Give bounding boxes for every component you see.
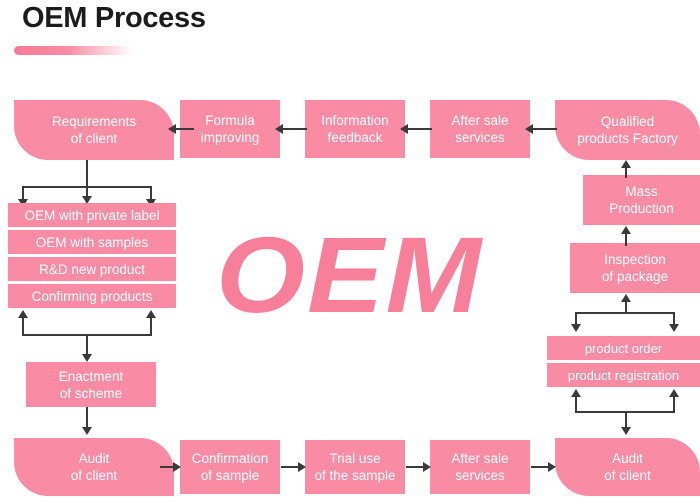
connector-registration-left-stem [575, 396, 577, 412]
connector-order-to-inspection-stem [625, 300, 627, 314]
arrowhead-infofeedback-to-formula [275, 124, 283, 134]
connector-requirements-down [86, 160, 88, 188]
title-underline-bar [14, 46, 132, 55]
page-title: OEM Process [22, 2, 206, 34]
connector-requirements-split-left [22, 186, 24, 202]
arrowhead-order-split-right-down [669, 324, 679, 332]
node-formula-improving[interactable]: Formula improving [180, 100, 280, 158]
connector-enactment-to-audit [86, 407, 88, 429]
node-inspection-of-package[interactable]: Inspection of package [570, 243, 700, 293]
node-confirmation-of-sample[interactable]: Confirmation of sample [180, 440, 280, 494]
node-mass-production[interactable]: Mass Production [583, 175, 700, 225]
connector-order-split-left [575, 312, 577, 326]
connector-inspection-to-mass [625, 232, 627, 246]
connector-aftersale-to-auditright [531, 466, 551, 468]
arrowhead-enactment-to-audit [82, 427, 92, 435]
arrowhead-order-split-left-down [571, 324, 581, 332]
arrowhead-merge-to-enactment [82, 354, 92, 362]
connector-formula-to-requirements [176, 128, 194, 130]
arrowhead-mass-to-qualified [621, 160, 631, 168]
node-after-sale-services-bottom[interactable]: After sale services [430, 440, 530, 494]
arrowhead-list-left-up [18, 310, 28, 318]
arrowhead-aftersale-to-infofeedback [400, 124, 408, 134]
node-product-registration[interactable]: product registration [547, 363, 700, 387]
arrowhead-list-right-up [146, 310, 156, 318]
connector-auditleft-to-confirmation [160, 466, 178, 468]
arrowhead-split-mid-down [82, 196, 92, 204]
connector-aftersale-to-infofeedback [408, 128, 432, 130]
connector-merge-to-enactment [86, 334, 88, 356]
arrowhead-order-to-inspection [621, 294, 631, 302]
connector-mass-to-qualified [625, 166, 627, 178]
node-confirming-products[interactable]: Confirming products [8, 284, 176, 308]
arrowhead-trial-to-aftersale [423, 462, 431, 472]
arrowhead-auditleft-to-confirmation [173, 462, 181, 472]
node-qualified-products-factory[interactable]: Qualified products Factory [555, 100, 700, 160]
connector-registration-right-stem [673, 396, 675, 412]
node-enactment-of-scheme[interactable]: Enactment of scheme [26, 362, 156, 407]
node-requirements-of-client[interactable]: Requirements of client [14, 100, 174, 160]
node-product-order[interactable]: product order [547, 336, 700, 360]
node-oem-with-samples[interactable]: OEM with samples [8, 230, 176, 254]
connector-order-split-bar [575, 312, 675, 314]
node-rd-new-product[interactable]: R&D new product [8, 257, 176, 281]
arrowhead-registration-left-up [571, 389, 581, 397]
connector-requirements-split-right [150, 186, 152, 202]
connector-list-left-stem [22, 317, 24, 335]
node-oem-with-private-label[interactable]: OEM with private label [8, 203, 176, 227]
node-audit-of-client-right[interactable]: Audit of client [555, 438, 700, 496]
node-after-sale-services-top[interactable]: After sale services [430, 100, 530, 158]
oem-watermark-text: OEM [216, 214, 484, 335]
arrowhead-qualified-to-aftersale [525, 124, 533, 134]
connector-order-split-right [673, 312, 675, 326]
connector-infofeedback-to-formula [283, 128, 307, 130]
arrowhead-merge-to-auditright [621, 427, 631, 435]
connector-confirmation-to-trial [281, 466, 301, 468]
connector-requirements-split-mid [86, 186, 88, 198]
node-trial-use-of-the-sample[interactable]: Trial use of the sample [305, 440, 405, 494]
arrowhead-confirmation-to-trial [298, 462, 306, 472]
arrowhead-inspection-to-mass [621, 226, 631, 234]
connector-trial-to-aftersale [406, 466, 426, 468]
arrowhead-aftersale-to-auditright [548, 462, 556, 472]
connector-merge-to-auditright [625, 411, 627, 429]
node-information-feedback[interactable]: Information feedback [305, 100, 405, 158]
arrowhead-formula-to-requirements [168, 124, 176, 134]
node-audit-of-client-left[interactable]: Audit of client [14, 438, 174, 496]
connector-list-right-stem [150, 317, 152, 335]
arrowhead-registration-right-up [669, 389, 679, 397]
connector-qualified-to-aftersale [533, 128, 557, 130]
